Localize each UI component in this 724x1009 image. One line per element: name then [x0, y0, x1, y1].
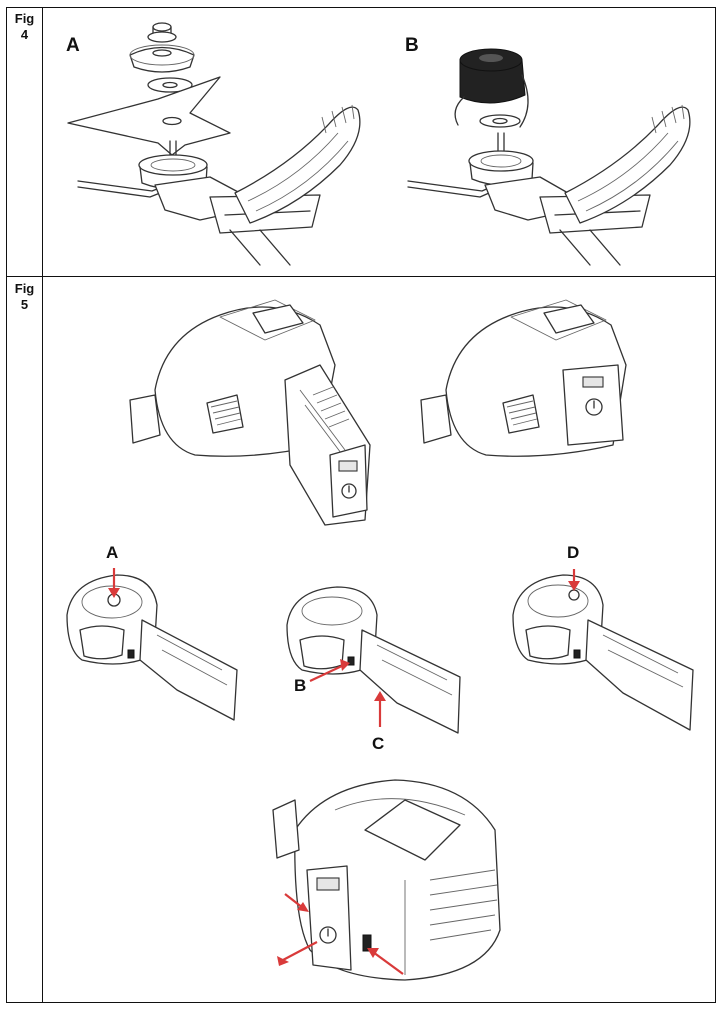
- handle-view-speed-button: [512, 569, 694, 731]
- callout-b: B: [294, 676, 307, 695]
- handle-view-lock-trigger: [286, 586, 461, 734]
- fig5-battery-removal-illustration: [272, 779, 501, 981]
- row-divider: [6, 276, 716, 278]
- fig5-battery-inserted-illustration: [420, 299, 627, 457]
- fig4-blade-assembly-illustration: [67, 22, 361, 266]
- callout-a: A: [106, 543, 119, 562]
- label-column-divider: [42, 7, 44, 1003]
- fig5-label: Fig 5: [14, 281, 35, 312]
- handle-view-power-button: [66, 568, 238, 721]
- callout-c: C: [372, 734, 385, 753]
- callout-d: D: [567, 543, 580, 562]
- fig4-panel-a-label: A: [66, 35, 80, 56]
- fig5-battery-inserting-illustration: [129, 299, 371, 526]
- fig4-panel-b-label: B: [405, 35, 419, 56]
- figure-table: [6, 7, 716, 1003]
- fig4-label: Fig 4: [14, 11, 35, 42]
- fig4-trimmer-head-assembly-illustration: [407, 48, 691, 266]
